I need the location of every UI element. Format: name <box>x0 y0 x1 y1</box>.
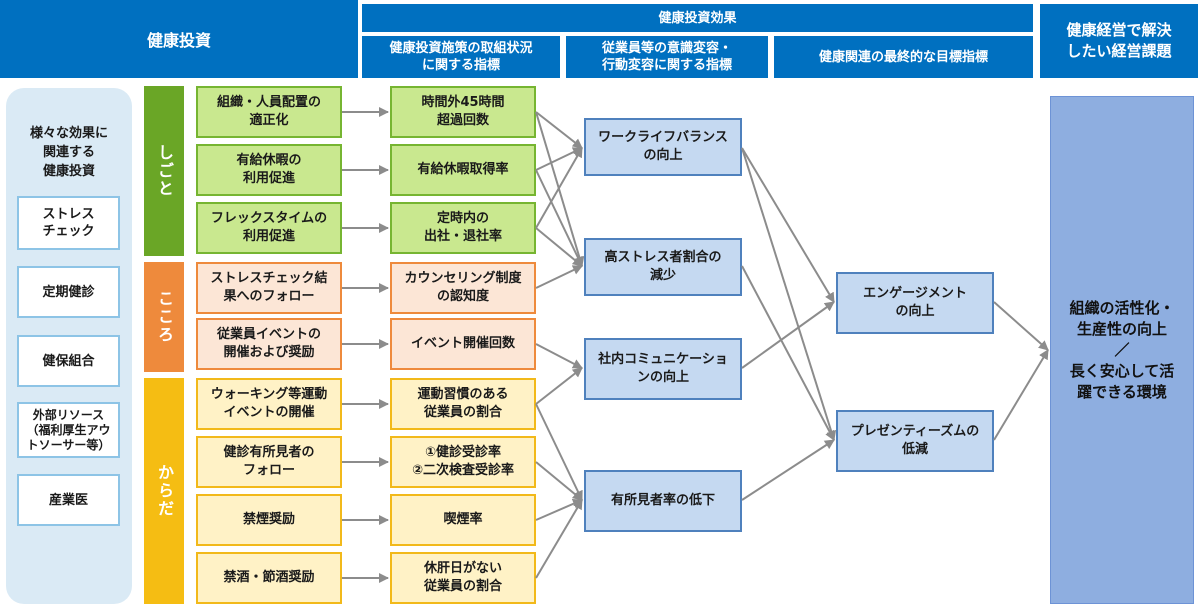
indicator-node: 運動習慣のある 従業員の割合 <box>390 378 536 430</box>
header-measures: 健康投資施策の取組状況 に関する指標 <box>362 36 560 78</box>
header-final: 健康関連の最終的な目標指標 <box>774 36 1033 78</box>
management-goal: 組織の活性化・ 生産性の向上 ／ 長く安心して活 躍できる環境 <box>1050 96 1194 604</box>
category-mind: こころ <box>144 262 184 372</box>
investment-node: ウォーキング等運動 イベントの開催 <box>196 378 342 430</box>
indicator-node: 喫煙率 <box>390 494 536 546</box>
indicator-node: カウンセリング制度 の認知度 <box>390 262 536 314</box>
awareness-node: 高ストレス者割合の 減少 <box>584 238 742 296</box>
sidebar-item-external-resource: 外部リソース （福利厚生アウ トソーサー等） <box>17 402 120 458</box>
investment-node: 有給休暇の 利用促進 <box>196 144 342 196</box>
arrow <box>993 349 1049 441</box>
arrow <box>535 169 583 267</box>
indicator-node: ①健診受診率 ②二次検査受診率 <box>390 436 536 488</box>
arrow <box>741 301 835 369</box>
header-effects: 健康投資効果 <box>362 4 1033 32</box>
arrow <box>535 265 583 289</box>
investment-node: 従業員イベントの 開催および奨励 <box>196 318 342 370</box>
investment-node: 禁酒・節酒奨励 <box>196 552 342 604</box>
arrow <box>535 461 583 501</box>
indicator-node: 時間外45時間 超過回数 <box>390 86 536 138</box>
arrow <box>535 111 583 149</box>
arrow <box>535 147 583 229</box>
investment-node: フレックスタイムの 利用促進 <box>196 202 342 254</box>
indicator-node: イベント開催回数 <box>390 318 536 370</box>
category-work: しごと <box>144 86 184 256</box>
indicator-node: 有給休暇取得率 <box>390 144 536 196</box>
header-investment: 健康投資 <box>0 0 358 78</box>
arrow <box>741 147 837 441</box>
header-awareness: 従業員等の意識変容・ 行動変容に関する指標 <box>566 36 768 78</box>
investment-node: 組織・人員配置の 適正化 <box>196 86 342 138</box>
arrow <box>741 147 835 303</box>
arrow <box>535 227 583 267</box>
final-node: エンゲージメント の向上 <box>836 272 994 334</box>
header-issues: 健康経営で解決 したい経営課題 <box>1040 4 1198 78</box>
arrow <box>535 499 583 579</box>
investment-node: 禁煙奨励 <box>196 494 342 546</box>
arrow <box>535 343 583 369</box>
final-node: プレゼンティーズムの 低減 <box>836 410 994 472</box>
investment-node: ストレスチェック結 果へのフォロー <box>196 262 342 314</box>
indicator-node: 休肝日がない 従業員の割合 <box>390 552 536 604</box>
arrow <box>535 403 583 501</box>
category-body: からだ <box>144 378 184 604</box>
sidebar-title: 様々な効果に 関連する 健康投資 <box>29 125 108 179</box>
awareness-node: 社内コミュニケーショ ンの向上 <box>584 338 742 400</box>
sidebar-item-occupational-physician: 産業医 <box>17 474 120 526</box>
awareness-node: 有所見者率の低下 <box>584 470 742 532</box>
sidebar-item-health-insurance: 健保組合 <box>17 335 120 387</box>
sidebar-item-stress-check: ストレス チェック <box>17 196 120 250</box>
arrow <box>535 367 583 405</box>
arrow <box>741 439 835 501</box>
indicator-node: 定時内の 出社・退社率 <box>390 202 536 254</box>
investment-node: 健診有所見者の フォロー <box>196 436 342 488</box>
sidebar-item-checkup: 定期健診 <box>17 266 120 318</box>
awareness-node: ワークライフバランス の向上 <box>584 118 742 176</box>
arrow <box>993 301 1049 351</box>
arrow <box>741 265 835 441</box>
